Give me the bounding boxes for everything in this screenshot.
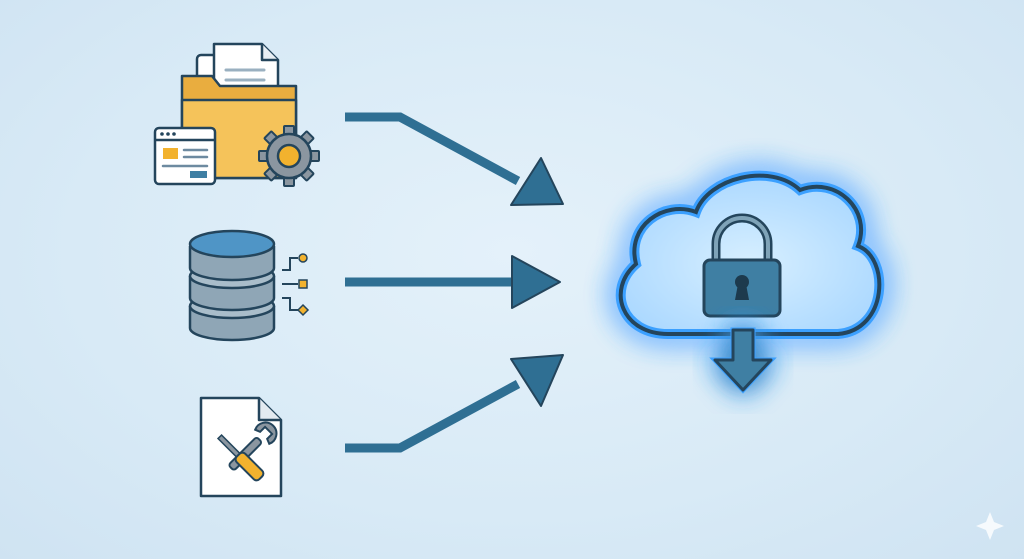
screwdriver-icon — [216, 433, 265, 482]
arrow-top-head — [510, 157, 564, 206]
padlock-icon — [702, 213, 782, 318]
folder-files-settings-icon — [153, 42, 320, 187]
gear-icon — [258, 125, 320, 187]
database-icon — [188, 229, 310, 342]
flow-arrows — [345, 112, 521, 453]
arrow-bottom-head — [510, 354, 564, 407]
tools-document-icon — [199, 396, 283, 498]
browser-window-icon — [153, 126, 217, 186]
arrow-bottom — [345, 380, 521, 453]
secure-cloud-lock-icon — [615, 170, 885, 394]
arrow-middle-head — [511, 255, 561, 309]
sparkle-icon — [976, 512, 1004, 540]
arrow-top — [345, 112, 521, 185]
download-arrow-icon — [709, 327, 777, 394]
